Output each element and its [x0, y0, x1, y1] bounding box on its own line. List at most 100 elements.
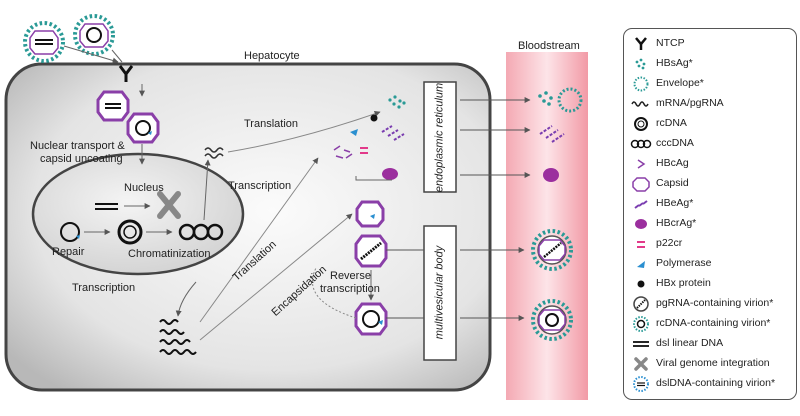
- legend-item-label: HBx protein: [656, 277, 711, 289]
- legend-item-label: HBcrAg*: [656, 217, 697, 229]
- dsldna-virion-icon: [630, 376, 652, 392]
- envelope-icon: [630, 76, 652, 92]
- legend-panel: NTCP HBsAg* Envelope* mRNA/pgRNA rcDNA cccDNA…: [623, 28, 797, 400]
- capsid-rcdna-mvb: [354, 302, 388, 336]
- legend-item: Envelope*: [624, 75, 796, 93]
- legend-item-label: NTCP: [656, 37, 685, 49]
- rcdna-nucleus: [60, 222, 80, 242]
- legend-item-label: Polymerase: [656, 257, 712, 269]
- dsl-linear-dna-icon: [630, 336, 652, 352]
- repair-label: Repair: [52, 246, 85, 258]
- polymerase-icon: [630, 256, 652, 272]
- legend-item: HBx protein: [624, 275, 796, 293]
- hbx-protein-icon: [630, 276, 652, 292]
- mrna-pgrna-stack: [159, 319, 197, 355]
- genome-integration-icon: [630, 356, 652, 372]
- legend-item-label: cccDNA: [656, 137, 694, 149]
- pgrna-virion-icon: [630, 296, 652, 312]
- legend-item-label: pgRNA-containing virion*: [656, 297, 774, 309]
- ntcp-receptor-icon: [630, 36, 652, 52]
- cccdna-nucleus: [117, 219, 143, 245]
- legend-item-label: Capsid: [656, 177, 689, 189]
- legend-item: Viral genome integration: [624, 355, 796, 373]
- bloodstream-band: [506, 52, 588, 400]
- nucleus-label: Nucleus: [124, 182, 164, 194]
- legend-item-label: rcDNA-containing virion*: [656, 317, 771, 329]
- legend-item: rcDNA-containing virion*: [624, 315, 796, 333]
- capsid-dsl-cytoplasm: [96, 90, 130, 122]
- legend-item-label: Envelope*: [656, 77, 704, 89]
- hbx-protein-cytoplasm: [370, 114, 378, 122]
- hbsag-dots-cytoplasm: [388, 95, 406, 109]
- nucleus: [31, 152, 245, 276]
- reverse-transcription-label-2: transcription: [320, 283, 380, 295]
- legend-item-label: mRNA/pgRNA: [656, 97, 724, 109]
- legend-item: dsl linear DNA: [624, 335, 796, 353]
- chromatinized-cccdna: [178, 223, 224, 241]
- p22cr-cytoplasm: [360, 147, 368, 154]
- bloodstream-hbsag: [538, 91, 553, 106]
- er-box: [423, 81, 457, 193]
- legend-item-label: dsl linear DNA: [656, 337, 724, 349]
- legend-item: HBeAg*: [624, 195, 796, 213]
- legend-item: pgRNA-containing virion*: [624, 295, 796, 313]
- chromatinization-label: Chromatinization: [128, 248, 211, 260]
- p22cr-icon: [630, 236, 652, 252]
- legend-item: dslDNA-containing virion*: [624, 375, 796, 393]
- er-label: endoplasmic reticulum: [433, 82, 446, 193]
- bloodstream-rcdna-virion: [531, 299, 573, 341]
- hbeag-cytoplasm: [381, 125, 405, 141]
- rcdna-virion-icon: [630, 316, 652, 332]
- hbcrag-cytoplasm: [382, 168, 398, 180]
- bloodstream-hbeag: [539, 125, 565, 143]
- mvb-label: multivesicular body: [433, 245, 446, 340]
- polymerase-cytoplasm: [350, 129, 358, 136]
- legend-item: Capsid: [624, 175, 796, 193]
- legend-item-label: HBsAg*: [656, 57, 693, 69]
- mvb-box: [423, 225, 457, 361]
- hbeag-icon: [630, 196, 652, 212]
- hbcag-icon: [630, 156, 652, 172]
- capsid-icon: [630, 176, 652, 192]
- transcription-inner-label: Transcription: [228, 180, 292, 192]
- hbcag-cytoplasm: [333, 145, 353, 159]
- mrna-wave-icon: [630, 96, 652, 112]
- mrna-nucleus-export: [204, 147, 224, 159]
- legend-item-label: p22cr: [656, 237, 683, 249]
- legend-item-label: dslDNA-containing virion*: [656, 377, 776, 389]
- legend-item-label: HBcAg: [656, 157, 689, 169]
- legend-item: rcDNA: [624, 115, 796, 133]
- nuclear-transport-label-2: capsid uncoating: [40, 153, 123, 165]
- bloodstream-title: Bloodstream: [518, 40, 580, 52]
- bloodstream-hbcrag: [543, 168, 559, 182]
- bloodstream-envelope: [557, 87, 583, 113]
- legend-item: NTCP: [624, 35, 796, 53]
- transcription-outer-label: Transcription: [72, 282, 136, 294]
- ntcp-receptor-icon: [118, 65, 134, 82]
- nuclear-transport-label-1: Nuclear transport &: [30, 140, 125, 152]
- legend-item: HBcAg: [624, 155, 796, 173]
- translation-top-label: Translation: [244, 118, 299, 130]
- legend-item: HBcrAg*: [624, 215, 796, 233]
- capsid-rcdna-cytoplasm: [126, 112, 160, 144]
- legend-item: cccDNA: [624, 135, 796, 153]
- legend-item: HBsAg*: [624, 55, 796, 73]
- incoming-dsl-virion: [23, 21, 65, 63]
- reverse-transcription-label-1: Reverse: [330, 270, 371, 282]
- legend-item: mRNA/pgRNA: [624, 95, 796, 113]
- genome-integration-nucleus: [157, 191, 181, 219]
- legend-item-label: rcDNA: [656, 117, 687, 129]
- legend-item: p22cr: [624, 235, 796, 253]
- hbsag-dots-icon: [630, 56, 652, 72]
- rcdna-icon: [630, 116, 652, 132]
- legend-item-label: Viral genome integration: [656, 357, 770, 369]
- legend-item-label: HBeAg*: [656, 197, 694, 209]
- legend-item: Polymerase: [624, 255, 796, 273]
- hbcrag-icon: [630, 216, 652, 232]
- capsid-empty-mvb: [355, 200, 385, 228]
- cccdna-icon: [630, 136, 652, 152]
- incoming-rcdna-virion: [73, 14, 115, 56]
- hepatocyte-title: Hepatocyte: [244, 50, 300, 62]
- bloodstream-pgrna-virion: [531, 229, 573, 271]
